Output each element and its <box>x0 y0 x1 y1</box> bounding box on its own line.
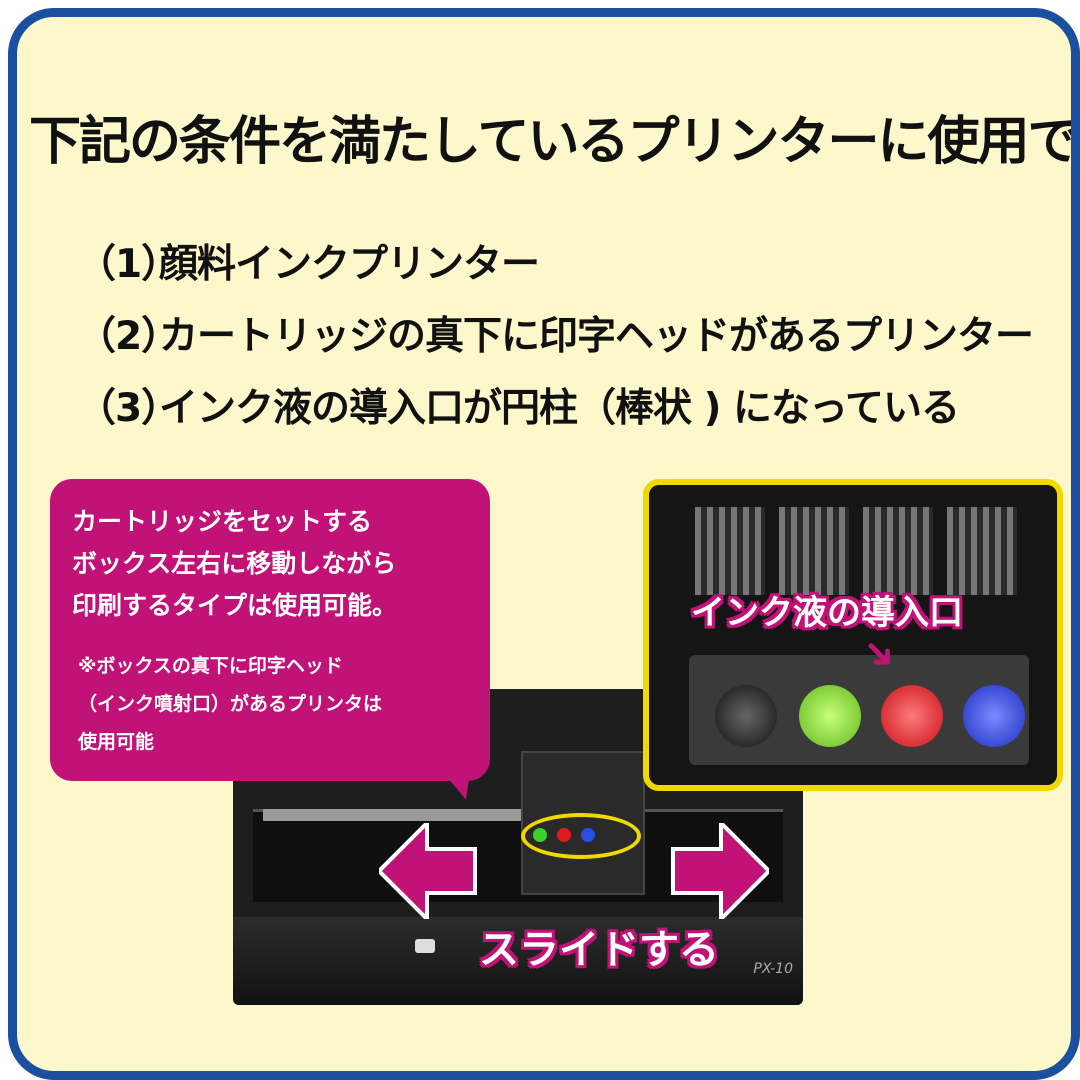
cartridge-slot <box>947 507 1017 595</box>
condition-number: （2） <box>77 314 180 359</box>
cartridge-slot <box>779 507 849 595</box>
arrow-left-icon <box>379 823 477 919</box>
ink-inlet-post <box>963 685 1025 747</box>
cartridge-slot <box>695 507 765 595</box>
carriage-rail <box>263 809 563 821</box>
condition-text: インク液の導入口が円柱（棒状 ) になっている <box>159 386 960 431</box>
condition-item: （3）インク液の導入口が円柱（棒状 ) になっている <box>77 373 1033 445</box>
power-button <box>415 939 435 953</box>
ink-inlet-post <box>715 685 777 747</box>
cartridge-slot <box>863 507 933 595</box>
callout-main-text: カートリッジをセットする ボックス左右に移動しながら 印刷するタイプは使用可能。 <box>72 507 398 620</box>
photo-label: インク液の導入口 <box>691 593 963 633</box>
condition-number: （3） <box>77 386 180 431</box>
content-frame: 下記の条件を満たしているプリンターに使用できます。 （1）顔料インクプリンター … <box>8 8 1080 1080</box>
condition-item: （1）顔料インクプリンター <box>77 229 1033 301</box>
conditions-list: （1）顔料インクプリンター （2）カートリッジの真下に印字ヘッドがあるプリンター… <box>77 229 1034 445</box>
slide-label: スライドする <box>479 927 719 973</box>
cartridge-slots <box>695 507 1031 599</box>
arrow-right-icon <box>671 823 769 919</box>
condition-number: （1） <box>77 242 180 287</box>
condition-text: カートリッジの真下に印字ヘッドがあるプリンター <box>159 314 1034 359</box>
printer-model: PX-10 <box>753 961 793 977</box>
condition-item: （2）カートリッジの真下に印字ヘッドがあるプリンター <box>77 301 1034 373</box>
page-headline: 下記の条件を満たしているプリンターに使用できます。 <box>29 112 1078 172</box>
condition-text: 顔料インクプリンター <box>159 242 540 287</box>
highlight-ring <box>521 813 641 859</box>
ink-inlet-post <box>881 685 943 747</box>
printer-front-panel <box>233 917 803 1005</box>
ink-inlet-post <box>799 685 861 747</box>
info-callout: カートリッジをセットする ボックス左右に移動しながら 印刷するタイプは使用可能。… <box>50 479 490 781</box>
callout-note-text: ※ボックスの真下に印字ヘッド （インク噴射口）があるプリンタは 使用可能 <box>78 655 383 753</box>
ink-inlet-photo: インク液の導入口 ➜ <box>643 479 1063 791</box>
